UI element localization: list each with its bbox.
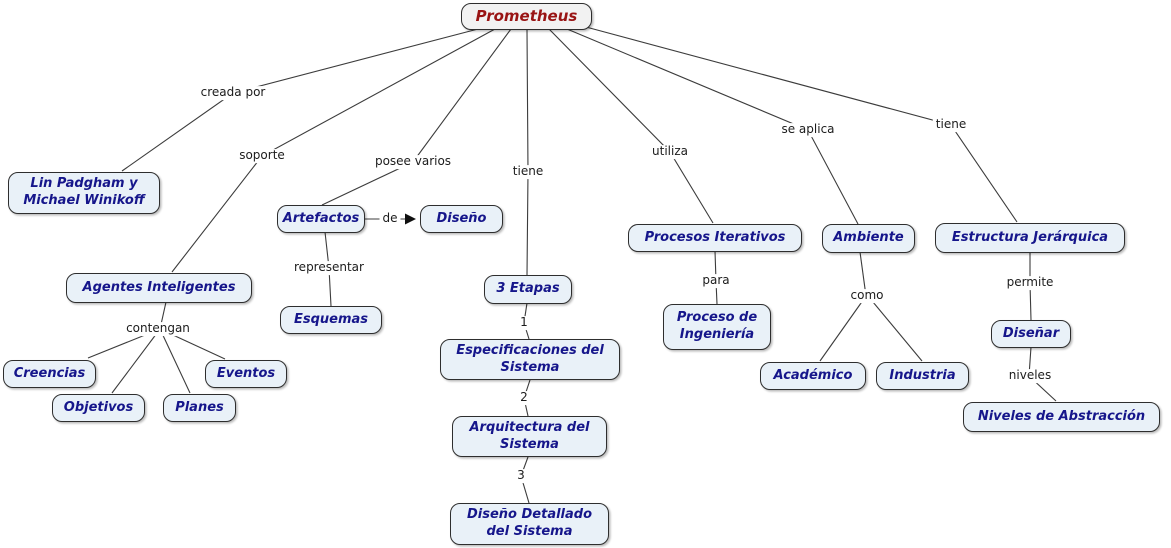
node-eventos[interactable]: Eventos: [205, 360, 287, 388]
link-label-paso-1[interactable]: 1: [517, 315, 531, 330]
node-proceso-de-ingenieria[interactable]: Proceso de Ingeniería: [663, 304, 771, 350]
link-label-permite[interactable]: permite: [1003, 275, 1057, 290]
link-label-paso-3[interactable]: 3: [514, 468, 528, 483]
node-creencias[interactable]: Creencias: [3, 360, 96, 388]
edge-prometheus-agentes: [171, 28, 496, 273]
node-lin-padgham-michael-winikoff[interactable]: Lin Padgham y Michael Winikoff: [8, 172, 160, 214]
node-prometheus[interactable]: Prometheus: [461, 3, 592, 30]
edge-como-academico: [819, 295, 867, 362]
edge-como-industria: [867, 295, 923, 362]
edge-prometheus-procesos-iterativos: [548, 28, 714, 224]
node-ambiente[interactable]: Ambiente: [822, 224, 915, 253]
link-label-para[interactable]: para: [699, 273, 733, 288]
node-niveles-de-abstraccion[interactable]: Niveles de Abstracción: [963, 402, 1160, 432]
link-label-utiliza[interactable]: utiliza: [649, 144, 691, 159]
node-agentes-inteligentes[interactable]: Agentes Inteligentes: [66, 273, 252, 303]
node-procesos-iterativos[interactable]: Procesos Iterativos: [628, 224, 802, 252]
link-label-como[interactable]: como: [847, 288, 887, 303]
link-label-niveles[interactable]: niveles: [1005, 368, 1055, 383]
node-academico[interactable]: Académico: [760, 362, 866, 390]
node-diseno-detallado-del-sistema[interactable]: Diseño Detallado del Sistema: [450, 503, 609, 545]
node-estructura-jerarquica[interactable]: Estructura Jerárquica: [935, 223, 1125, 253]
link-label-creada-por[interactable]: creada por: [197, 85, 269, 100]
link-label-de[interactable]: de: [379, 211, 401, 226]
node-esquemas[interactable]: Esquemas: [280, 306, 382, 334]
edge-contengan-objetivos: [111, 328, 161, 394]
node-3-etapas[interactable]: 3 Etapas: [484, 275, 572, 304]
node-especificaciones-del-sistema[interactable]: Especificaciones del Sistema: [440, 339, 620, 380]
link-label-tiene-estructura[interactable]: tiene: [932, 117, 970, 132]
link-label-posee-varios[interactable]: posee varios: [371, 154, 455, 169]
link-label-tiene-etapas[interactable]: tiene: [509, 164, 547, 179]
edge-prometheus-artefactos: [321, 28, 512, 206]
link-label-soporte[interactable]: soporte: [236, 148, 288, 163]
node-artefactos[interactable]: Artefactos: [277, 205, 365, 233]
link-label-paso-2[interactable]: 2: [517, 390, 531, 405]
link-label-representar[interactable]: representar: [291, 260, 367, 275]
arrowhead-diseno: [405, 213, 416, 225]
node-diseno[interactable]: Diseño: [420, 205, 503, 233]
node-planes[interactable]: Planes: [163, 394, 236, 422]
edge-prometheus-lin-padgham: [121, 28, 479, 172]
edge-prometheus-tres-etapas: [526, 29, 529, 276]
link-label-contengan[interactable]: contengan: [123, 321, 193, 336]
node-objetivos[interactable]: Objetivos: [52, 394, 145, 422]
edge-contengan-planes: [159, 328, 191, 394]
edge-ambiente-como: [859, 251, 867, 297]
node-disenar[interactable]: Diseñar: [991, 320, 1071, 348]
node-industria[interactable]: Industria: [876, 362, 969, 390]
link-label-se-aplica[interactable]: se aplica: [778, 122, 838, 137]
node-arquitectura-del-sistema[interactable]: Arquitectura del Sistema: [452, 416, 607, 457]
